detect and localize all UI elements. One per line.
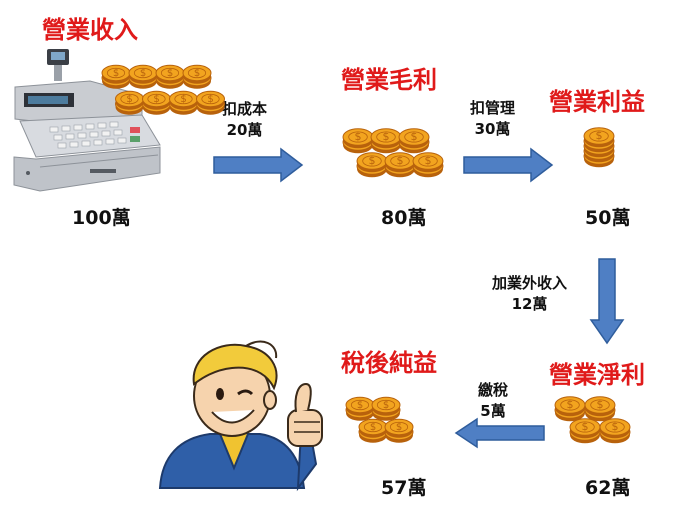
stage-amount-after-tax-profit: 57萬 — [381, 477, 427, 499]
coin-stack-icon: $$$$$$$$ — [345, 396, 414, 443]
arrow-right-1 — [213, 147, 304, 183]
svg-text:$: $ — [113, 68, 119, 79]
stage-amount-operating-profit: 50萬 — [585, 207, 631, 229]
step-action: 扣成本 — [222, 100, 268, 118]
svg-text:$: $ — [596, 129, 603, 142]
coin-stack-icon: $$$$$ — [583, 127, 615, 168]
step-value: 5萬 — [480, 402, 506, 420]
step-action: 加業外收入 — [492, 274, 568, 292]
stage-title-revenue: 營業收入 — [42, 16, 138, 44]
step-label-tax: 繳稅 5萬 — [478, 380, 508, 422]
arrow-right-2 — [463, 147, 554, 183]
arrow-left — [454, 417, 545, 449]
svg-text:$: $ — [180, 94, 186, 105]
step-value: 12萬 — [511, 295, 548, 313]
svg-text:$: $ — [612, 420, 619, 433]
stage-amount-gross-profit: 80萬 — [381, 207, 427, 229]
coin-stack-icon: $$$$$$$$ — [554, 396, 631, 444]
svg-text:$: $ — [370, 422, 376, 433]
arrow-down — [589, 258, 625, 345]
svg-text:$: $ — [582, 420, 589, 433]
step-label-non-operating-income: 加業外收入 12萬 — [492, 273, 567, 315]
thumbs-up-mascot-icon — [158, 340, 323, 492]
svg-text:$: $ — [396, 422, 402, 433]
svg-text:$: $ — [153, 94, 159, 105]
step-value: 30萬 — [474, 120, 511, 138]
step-action: 扣管理 — [470, 99, 516, 117]
svg-text:$: $ — [167, 68, 173, 79]
svg-text:$: $ — [397, 154, 404, 167]
step-label-admin: 扣管理 30萬 — [470, 98, 515, 140]
svg-text:$: $ — [597, 398, 604, 411]
step-label-cost: 扣成本 20萬 — [222, 99, 267, 141]
svg-text:$: $ — [383, 130, 390, 143]
stage-title-after-tax-profit: 稅後純益 — [341, 349, 437, 377]
svg-text:$: $ — [207, 94, 213, 105]
coin-stack-icon: $$$$$$$$$$$$ — [342, 128, 444, 178]
svg-text:$: $ — [140, 68, 146, 79]
svg-text:$: $ — [194, 68, 200, 79]
svg-text:$: $ — [567, 398, 574, 411]
stage-amount-revenue: 100萬 — [72, 207, 131, 229]
stage-title-net-profit: 營業淨利 — [549, 361, 645, 389]
step-value: 20萬 — [226, 121, 263, 139]
svg-text:$: $ — [425, 154, 432, 167]
svg-text:$: $ — [355, 130, 362, 143]
svg-text:$: $ — [357, 400, 363, 411]
step-action: 繳稅 — [478, 381, 509, 399]
cash-register-icon — [13, 49, 161, 192]
stage-amount-net-profit: 62萬 — [585, 477, 631, 499]
stage-title-gross-profit: 營業毛利 — [341, 66, 437, 94]
svg-text:$: $ — [126, 94, 132, 105]
stage-title-operating-profit: 營業利益 — [549, 88, 645, 116]
svg-text:$: $ — [411, 130, 418, 143]
svg-text:$: $ — [383, 400, 389, 411]
coin-stack-icon: $$$$$$$$$$$$$$$$ — [101, 64, 225, 115]
svg-text:$: $ — [369, 154, 376, 167]
